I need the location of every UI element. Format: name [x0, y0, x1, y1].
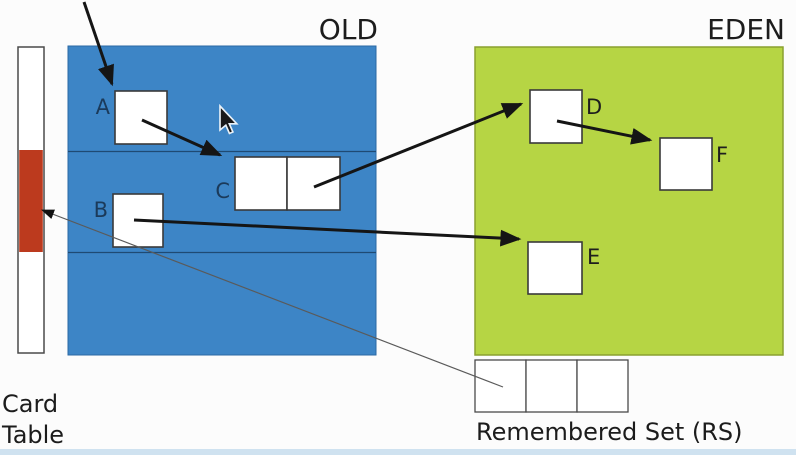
bottom-strip	[0, 449, 796, 455]
card-table-marked-card	[19, 150, 43, 252]
eden-region-title: EDEN	[707, 13, 785, 46]
mouse-cursor-icon	[219, 103, 239, 135]
eden-region	[474, 46, 784, 356]
object-label-f: F	[716, 143, 728, 167]
object-box-d	[529, 89, 583, 144]
object-label-d: D	[586, 95, 602, 119]
line-rs-to-card-table	[41, 209, 504, 388]
arrow-a-to-c	[141, 118, 223, 157]
arrow-into-a	[82, 1, 114, 87]
arrow-d-to-f	[556, 119, 653, 145]
object-label-b: B	[94, 198, 108, 222]
remembered-set-cell	[576, 359, 629, 413]
object-box-a	[114, 90, 168, 145]
remembered-set-label: Remembered Set (RS)	[476, 418, 743, 446]
object-box-f	[659, 137, 713, 191]
card-table-label-line2: Table	[1, 421, 64, 449]
object-label-c: C	[215, 179, 230, 203]
object-label-e: E	[587, 245, 600, 269]
object-box-c-cell-1	[234, 156, 288, 211]
old-region-title: OLD	[319, 13, 378, 46]
card-table-label-line1: Card	[2, 390, 58, 418]
arrow-b-to-e	[133, 218, 522, 247]
remembered-set-cell	[525, 359, 578, 413]
object-label-a: A	[96, 95, 111, 119]
object-box-c-cell-2	[286, 156, 341, 211]
arrow-c-to-d	[313, 102, 524, 189]
object-box-e	[527, 241, 583, 295]
